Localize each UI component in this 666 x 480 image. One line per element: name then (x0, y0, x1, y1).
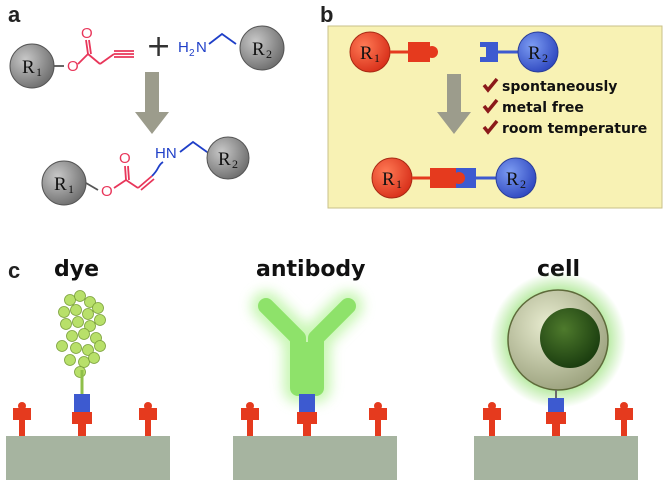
surface-linker (139, 402, 157, 436)
panel-a-product-r1-sub: 1 (68, 182, 74, 196)
panel-a-r2-sub: 2 (266, 47, 272, 61)
panel-b-product-r2-sub: 2 (520, 177, 526, 191)
panel-a-r2-label: R (252, 39, 265, 60)
dye-atom (70, 304, 82, 316)
feature-item: metal free (482, 98, 584, 116)
panel-b-r1-sub: 1 (374, 51, 380, 65)
dye-atom (72, 316, 84, 328)
dye-atom (78, 328, 90, 340)
panel-a: a R 1 O O + H 2 N (8, 2, 285, 206)
panel-a-product-r2-label: R (218, 149, 231, 170)
feature-item: room temperature (482, 119, 647, 137)
panel-b-r1-module: R 1 (349, 31, 438, 73)
check-icon (482, 119, 499, 135)
panel-b-r2-module: R 2 (480, 31, 559, 73)
antibody (251, 291, 363, 436)
amine-n: N (196, 39, 207, 56)
dye-atom (94, 314, 106, 326)
panel-a-product-r1-label: R (54, 174, 67, 195)
surface-linker (483, 402, 501, 436)
dye-atom (82, 308, 94, 320)
substrate-dye (6, 436, 170, 480)
panel-a-r1-sub: 1 (36, 65, 42, 79)
panel-b-r1-label: R (360, 43, 373, 64)
panel-a-product-r2-sphere: R 2 (206, 136, 250, 180)
alkyne-ester-structure (54, 39, 134, 67)
dye-atom (78, 356, 90, 368)
substrate-cell (474, 436, 638, 480)
product-ester-oxygen: O (101, 183, 113, 200)
panel-c-letter: c (8, 258, 20, 283)
panel-b-product-r1-sub: 1 (396, 177, 402, 191)
dye-atom (70, 342, 82, 354)
panel-a-product-r1-sphere: R 1 (41, 160, 87, 206)
dye-atom (64, 294, 76, 306)
cell (490, 272, 626, 436)
panel-a-product-r2-sub: 2 (232, 157, 238, 171)
panel-b-letter: b (320, 2, 333, 27)
antibody-blue-connector (299, 394, 315, 412)
cell-blue-connector (548, 398, 564, 412)
dye-atom (58, 306, 70, 318)
amine-h: H (178, 39, 189, 56)
panel-c: c dye antibody cell (6, 257, 638, 480)
feature-text: room temperature (502, 121, 647, 137)
dye-atom (82, 344, 94, 356)
product-nh: HN (155, 145, 177, 162)
plus-sign: + (146, 29, 171, 64)
feature-item: spontaneously (482, 77, 617, 95)
dye-atom (84, 296, 96, 308)
panel-a-reaction-arrow (135, 72, 169, 134)
check-icon (482, 98, 499, 114)
panel-b-r2-label: R (528, 43, 541, 64)
title-antibody: antibody (256, 257, 366, 282)
panel-b-product: R 1 R 2 (371, 157, 537, 199)
dye-atom (94, 340, 106, 352)
surface-linkers (13, 402, 633, 436)
panel-b-reaction-arrow (437, 74, 471, 134)
cell-nucleus (540, 308, 600, 368)
surface-linker (615, 402, 633, 436)
amine-h-sub: 2 (189, 48, 195, 59)
check-icon (482, 77, 499, 93)
amine-structure: H 2 N (178, 32, 237, 59)
carbonyl-oxygen: O (81, 25, 93, 42)
panel-b-product-r2-label: R (506, 169, 519, 190)
dye-molecule (56, 290, 106, 436)
dye-atom (74, 366, 86, 378)
dye-atom (88, 352, 100, 364)
dye-atom (84, 320, 96, 332)
dye-atom (66, 330, 78, 342)
surface-linker (13, 402, 31, 436)
dye-atom (60, 318, 72, 330)
panel-a-r1-sphere: R 1 (9, 43, 55, 89)
dye-atom (56, 340, 68, 352)
dye-atom (64, 354, 76, 366)
dye-blue-connector (74, 394, 90, 412)
feature-list: spontaneously metal free room temperatur… (482, 77, 647, 137)
panel-a-letter: a (8, 2, 21, 27)
panel-b-product-r1-label: R (382, 169, 395, 190)
panel-a-r2-sphere: R 2 (239, 25, 285, 71)
title-dye: dye (54, 257, 99, 282)
panel-b-r2-sub: 2 (542, 51, 548, 65)
product-carbonyl-oxygen: O (119, 150, 131, 167)
dye-atom (74, 290, 86, 302)
substrate-antibody (233, 436, 397, 480)
ester-oxygen: O (67, 58, 79, 75)
panel-b: b R 1 R 2 spontaneously (320, 2, 663, 209)
feature-text: spontaneously (502, 79, 617, 95)
surface-linker (369, 402, 387, 436)
dye-atom (92, 302, 104, 314)
feature-text: metal free (502, 100, 584, 116)
surface-linker (241, 402, 259, 436)
panel-a-r1-label: R (22, 57, 35, 78)
